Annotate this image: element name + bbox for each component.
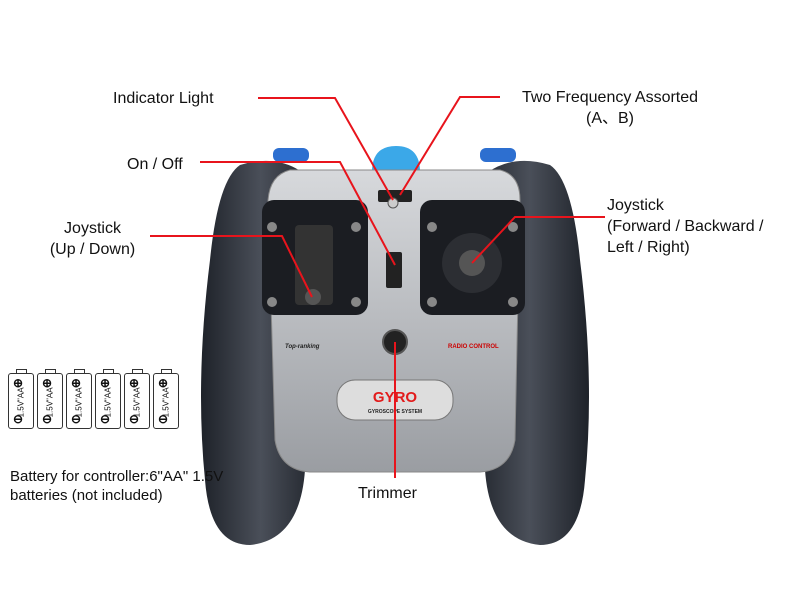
power-switch [386, 252, 402, 288]
brand-right: RADIO CONTROL [448, 344, 499, 350]
label-on-off: On / Off [127, 156, 183, 173]
blue-button-right [480, 148, 516, 162]
label-two-frequency: Two Frequency Assorted (A、B) [505, 87, 715, 129]
label-joystick-right: Joystick (Forward / Backward / Left / Ri… [607, 195, 763, 258]
right-joystick-plate [420, 200, 525, 315]
frequency-button [372, 146, 420, 172]
battery-icon: ⊕1.5V"AA"⊖ [124, 369, 150, 429]
battery-caption-line1: Battery for controller:6"AA" 1.5V [10, 468, 224, 485]
battery-icon: ⊕1.5V"AA"⊖ [66, 369, 92, 429]
battery-icon: ⊕1.5V"AA"⊖ [95, 369, 121, 429]
battery-caption-line2: batteries (not included) [10, 487, 163, 504]
battery-caption: Battery for controller:6"AA" 1.5V batter… [10, 467, 223, 505]
label-trimmer: Trimmer [358, 485, 417, 502]
label-joystick-left: Joystick (Up / Down) [40, 218, 145, 260]
joystick-right-title: Joystick [607, 197, 664, 214]
callout-lines [150, 96, 605, 478]
joystick-left-sub: (Up / Down) [49, 241, 136, 258]
battery-row: ⊕1.5V"AA"⊖ ⊕1.5V"AA"⊖ ⊕1.5V"AA"⊖ ⊕1.5V"A… [8, 369, 179, 429]
brand-left: Top-ranking [285, 344, 320, 350]
joystick-right-sub1: (Forward / Backward / [607, 218, 764, 235]
blue-button-left [273, 148, 309, 162]
joystick-right-sub2: Left / Right) [607, 239, 690, 256]
left-joystick-plate [262, 200, 368, 315]
two-frequency-title: Two Frequency Assorted [521, 89, 699, 106]
battery-icon: ⊕1.5V"AA"⊖ [153, 369, 179, 429]
battery-icon: ⊕1.5V"AA"⊖ [8, 369, 34, 429]
label-indicator-light: Indicator Light [113, 90, 214, 107]
joystick-left-title: Joystick [64, 220, 121, 237]
two-frequency-sub: (A、B) [585, 110, 634, 127]
battery-icon: ⊕1.5V"AA"⊖ [37, 369, 63, 429]
